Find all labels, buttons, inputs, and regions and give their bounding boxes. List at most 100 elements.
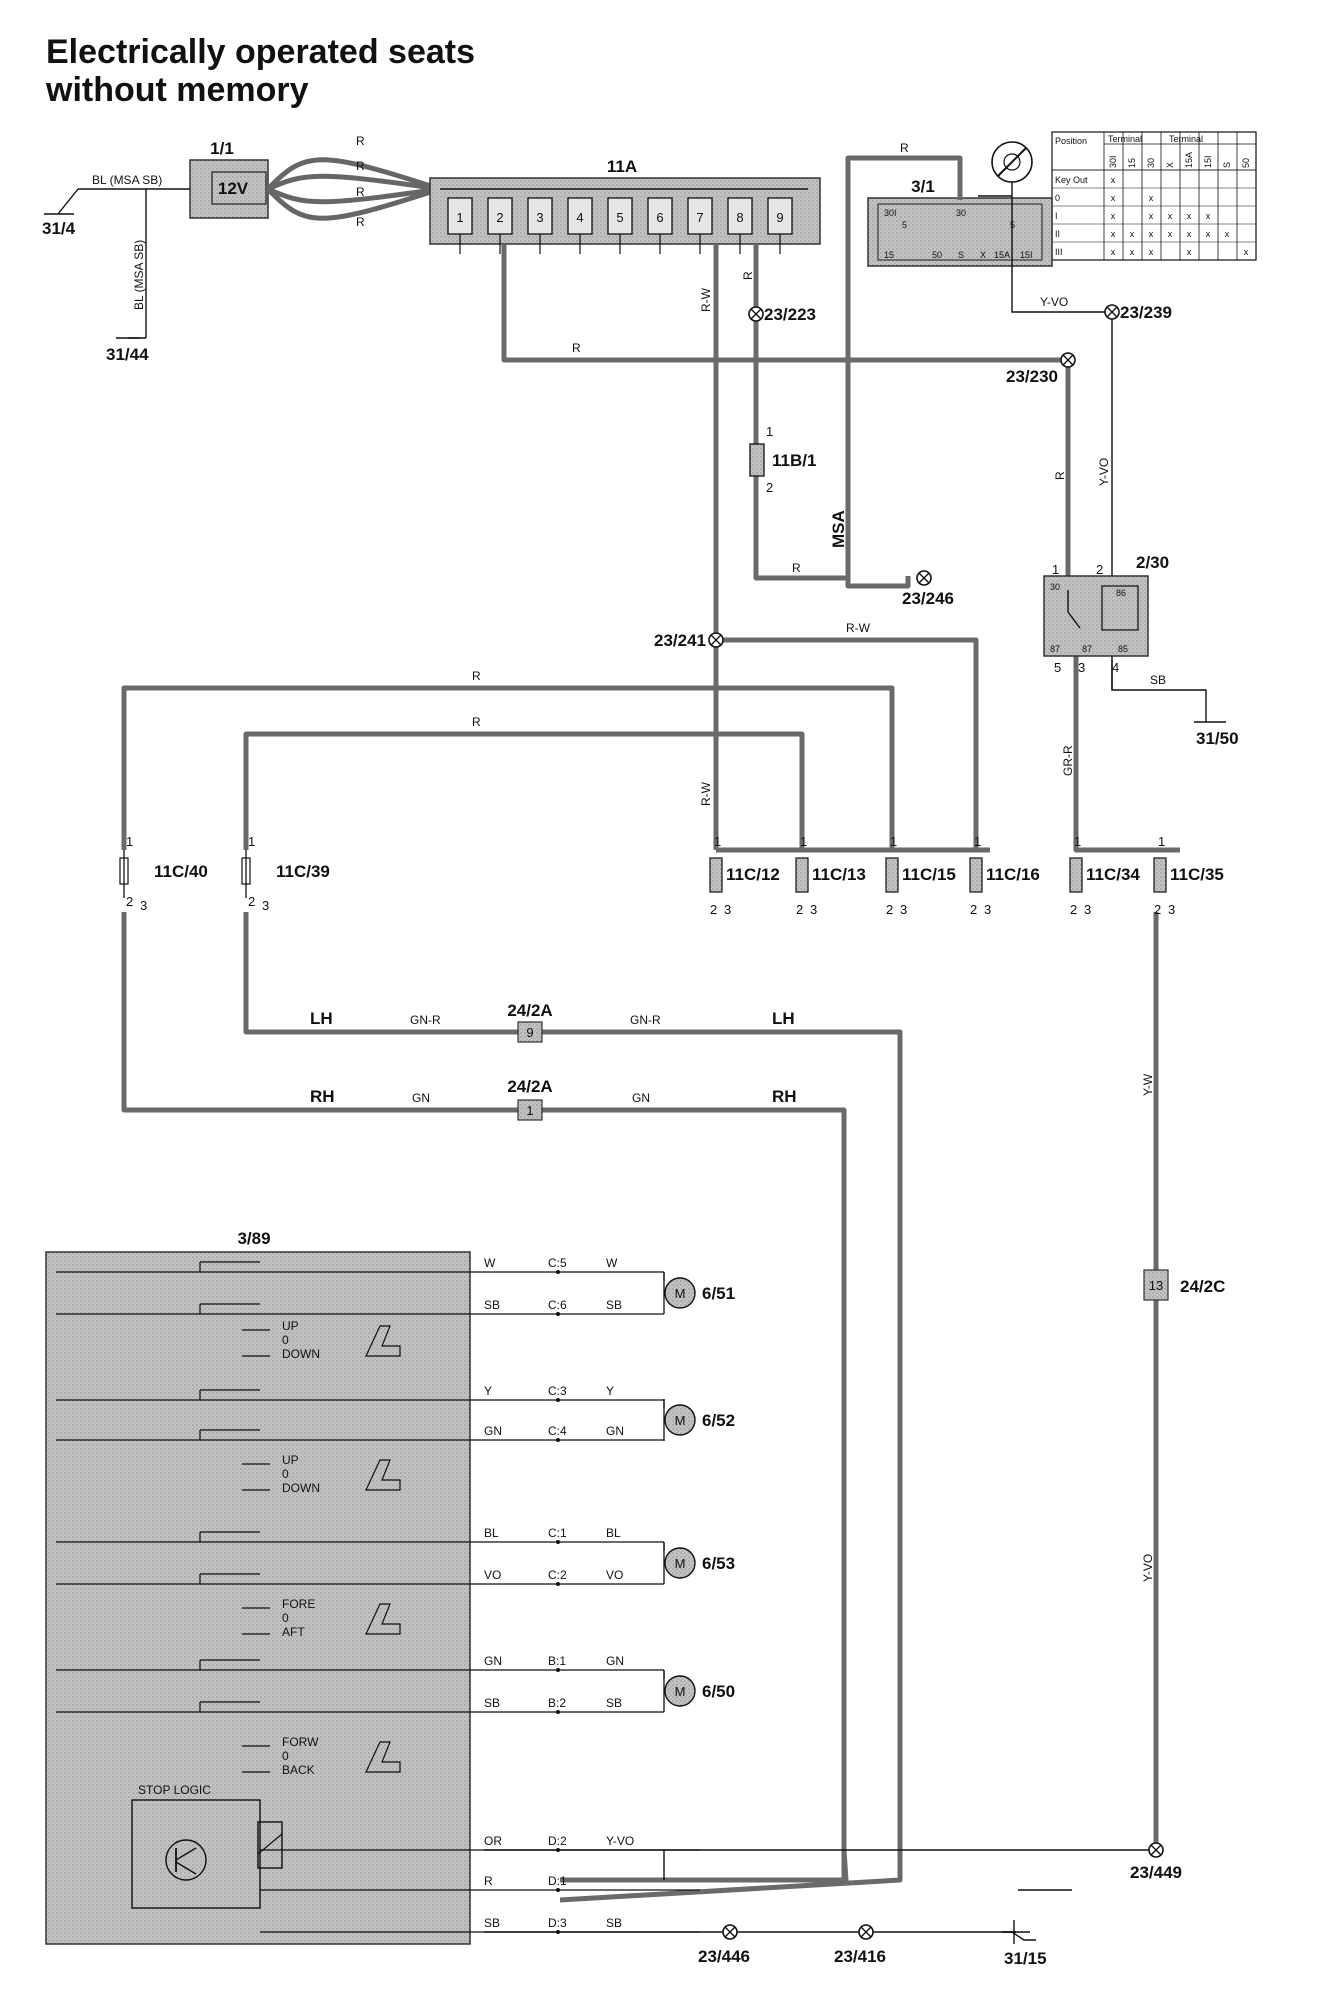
key-table-col-15A: 15A [1184,152,1194,168]
conn-24-2a-lh-id: 24/2A [507,1001,552,1020]
panel-wire-conn-9: D:1 [548,1874,567,1888]
fuse11c-p1-1: 1 [248,834,255,849]
panel-wire-right-3: GN [606,1424,624,1438]
switch-label-b-3: 0 [282,1749,289,1763]
panel-wire-conn-5: C:2 [548,1568,567,1582]
fuse11c-p1-3: 1 [800,834,807,849]
splice-label-1: 23/239 [1120,303,1172,322]
page-title: Electrically operated seats [46,33,476,71]
panel-wire-left-6: GN [484,1654,502,1668]
ground-wires-battery [44,188,190,339]
fuse11c-p2-4: 2 [886,902,893,917]
switch-label-c-0: DOWN [282,1347,320,1361]
motor-6/51 [664,1277,696,1309]
splice-label-0: 23/223 [764,305,816,324]
page-subtitle: without memory [46,71,309,109]
motor-label-3: 6/50 [702,1682,735,1701]
panel-wire-left-0: W [484,1256,496,1270]
key-table-cell-3-2: x [1149,229,1154,239]
ignition-switch-id: 3/1 [911,177,935,196]
panel-wire-conn-6: B:1 [548,1654,566,1668]
wire-yvo-1: Y-VO [1040,295,1068,309]
panel-wire-right-1: SB [606,1298,622,1312]
key-table-col-30: 30 [1146,158,1156,168]
fuse11c-body-2 [709,857,723,893]
switch-label-b-0: 0 [282,1333,289,1347]
motor-label-1: 6/52 [702,1411,735,1430]
fuse-11b-pin1: 1 [766,424,773,439]
ground-31-4: 31/4 [42,219,76,238]
fuse11c-label-3: 11C/13 [812,865,866,884]
ground-31-15: 31/15 [1004,1949,1047,1968]
fuse11c-p1-0: 1 [126,834,133,849]
key-table-cell-1-0: x [1111,193,1116,203]
relay-pin-30: 30 [1050,582,1060,592]
wire-label-bl-msa-sb-2: BL (MSA SB) [132,240,146,310]
wire-r-pin8: R [741,271,755,280]
key-table-cell-4-1: x [1130,247,1135,257]
relay-2-30: 2/30 30 86 87 85 87 1 2 5 3 4 [1043,553,1169,675]
motor-symbol-2: M [675,1556,686,1571]
panel-wire-right-10: SB [606,1916,622,1930]
fuse11c-p3-3: 3 [810,902,817,917]
switch-label-a-3: FORW [282,1735,319,1749]
panel-wire-right-5: VO [606,1568,623,1582]
fuse11c-p2-6: 2 [1070,902,1077,917]
key-table-cell-3-3: x [1168,229,1173,239]
motor-symbol-0: M [675,1286,686,1301]
panel-wire-conn-0: C:5 [548,1256,567,1270]
wire-r-loop1: R [472,669,481,683]
fuse-11b-pin2: 2 [766,480,773,495]
fuse11c-body-1 [241,857,251,885]
panel-wire-dot-9 [556,1888,560,1892]
battery-id: 1/1 [210,139,234,158]
fuse11c-p1-2: 1 [714,834,721,849]
splice-x2-4 [710,634,722,646]
wire-r-3: R [356,185,365,199]
panel-wire-conn-3: C:4 [548,1424,567,1438]
key-table-row-2: I [1055,211,1058,221]
splice-x2-5 [1150,1844,1162,1856]
conn-24-2a-lh-pin: 9 [526,1025,533,1040]
stop-logic-label: STOP LOGIC [138,1783,211,1797]
wire-label-sb-relay: SB [1150,673,1166,687]
fuse11c-p1-5: 1 [974,834,981,849]
conn-24-2a-rh-id: 24/2A [507,1077,552,1096]
key-table-cell-2-5: x [1206,211,1211,221]
wire-gn-left: GN [412,1091,430,1105]
fuse-11b-1: 1 2 11B/1 [749,424,816,495]
wire-gnr-right: GN-R [630,1013,661,1027]
panel-wire-dot-10 [556,1930,560,1934]
ign-term-15a: 15A [994,250,1010,260]
harness-lh-right: LH [772,1009,795,1028]
splice-x2-1 [1106,306,1118,318]
switch-label-b-1: 0 [282,1467,289,1481]
fuse11c-p1-7: 1 [1158,834,1165,849]
key-table-header-terminal-1: Terminal [1108,134,1142,144]
switch-label-a-0: UP [282,1319,299,1333]
ign-term-15i: 15I [1020,250,1033,260]
switch-label-c-1: DOWN [282,1481,320,1495]
switch-label-c-2: AFT [282,1625,305,1639]
splice-label-3: 23/246 [902,589,954,608]
ign-pin-a: 5 [902,220,907,230]
fuse11c-p2-7: 2 [1154,902,1161,917]
splice-label-7: 23/416 [834,1947,886,1966]
panel-wire-dot-4 [556,1540,560,1544]
key-table-cell-3-4: x [1187,229,1192,239]
fuse11c-p1-4: 1 [890,834,897,849]
motor-symbol-1: M [675,1413,686,1428]
motor-6/53 [664,1547,696,1579]
splice-x2-3 [918,572,930,584]
key-table-row-1: 0 [1055,193,1060,203]
panel-wire-conn-10: D:3 [548,1916,567,1930]
fuse-box-id: 11A [607,157,637,176]
key-table-col-X: X [1165,162,1175,168]
key-table-cell-3-1: x [1130,229,1135,239]
key-table-row-0: Key Out [1055,175,1088,185]
key-table-cell-4-4: x [1187,247,1192,257]
fuse11c-p3-4: 3 [900,902,907,917]
ign-term-30: 30 [956,208,966,218]
wire-rw-3: R-W [699,781,713,806]
